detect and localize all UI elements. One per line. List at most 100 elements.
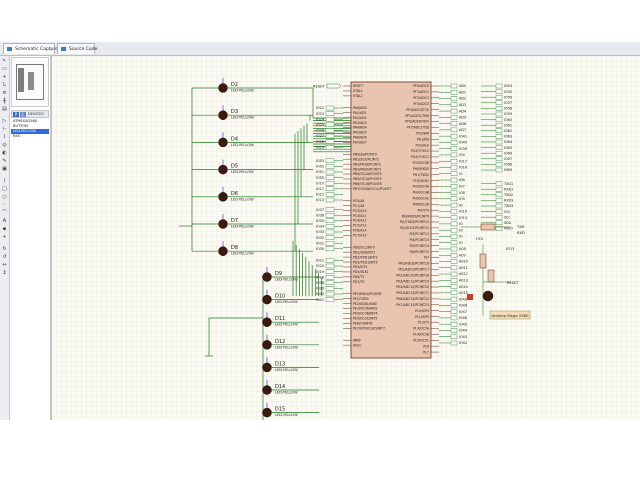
component-mode-icon[interactable]: ▭	[2, 66, 7, 72]
bus-icon[interactable]: ╫	[2, 98, 6, 104]
line-icon[interactable]: /	[3, 178, 6, 184]
terminal-shape	[450, 196, 458, 202]
mcu-body	[350, 81, 432, 359]
subcircuit-icon[interactable]: ▤	[2, 106, 7, 112]
led-value: LED-YELLOW	[231, 225, 254, 229]
terminal-shape	[495, 122, 503, 128]
io-terminal: IO42	[439, 340, 467, 345]
tab-schematic-capture[interactable]: Schematic Capture ×	[3, 43, 58, 54]
io-terminal: IO17	[439, 159, 467, 164]
list-item[interactable]: LED-YELLOW	[11, 129, 49, 134]
list-item[interactable]: BUTTON	[13, 124, 28, 128]
io-terminal: IO14	[439, 215, 467, 220]
terminal-label: A014	[459, 285, 468, 289]
mcu-pin-label: PL0/ICP4	[415, 309, 429, 313]
terminal-shape	[325, 224, 335, 229]
io-terminal: IO15	[439, 209, 467, 214]
junction-icon[interactable]: +	[2, 74, 7, 80]
atmega2560-mcu[interactable]: RESETXTAL1XTAL2PA0/AD0PA1/AD1PA2/AD2PA3/…	[343, 81, 439, 359]
terminal-shape	[495, 145, 503, 150]
terminal-label: IO33	[316, 230, 324, 234]
led-designator: D8	[231, 245, 238, 251]
terminal-shape	[450, 234, 458, 239]
io-terminal: IO54	[481, 83, 512, 89]
path-icon[interactable]: ⌒	[1, 210, 7, 216]
io-terminal: SCL	[481, 214, 511, 220]
device-list: ATMEGA2560 BUTTON LED-YELLOW RES	[11, 119, 49, 419]
symbol-icon[interactable]: ▪	[2, 226, 7, 232]
tab-source-code[interactable]: Source Code ×	[57, 43, 97, 54]
terminal-label: TXD3	[503, 204, 513, 208]
selection-mode-icon[interactable]: ↖	[2, 58, 7, 64]
mcu-pin-label: XTAL2	[353, 94, 363, 98]
rotate-ccw-icon[interactable]: ↺	[2, 254, 7, 260]
terminal-label: IO57	[504, 101, 512, 105]
led-designator: D12	[275, 339, 285, 345]
wire-label-icon[interactable]: L	[3, 82, 6, 88]
generator-icon[interactable]: ◐	[2, 150, 7, 156]
terminal-shape	[495, 128, 503, 134]
close-icon[interactable]: ×	[48, 47, 52, 52]
terminal-shape	[450, 334, 458, 339]
io-terminal: IO7	[439, 184, 465, 189]
tape-icon[interactable]: ◎	[2, 142, 7, 148]
led-designator: D5	[231, 164, 238, 170]
mcu-pin-label: PB7/OC0A/OC1C/PCINT7	[353, 187, 392, 191]
circle-icon[interactable]: ○	[2, 194, 7, 200]
text-icon[interactable]: A	[2, 218, 7, 224]
marker-icon[interactable]: +	[2, 234, 7, 240]
text-script-icon[interactable]: ≡	[2, 90, 7, 96]
schematic-drawing[interactable]: D2LED-YELLOWD3LED-YELLOWD4LED-YELLOWD5LE…	[51, 56, 640, 420]
mcu-pin-label: PF4/ADC4/TCK	[406, 108, 430, 112]
io-terminal: IO37	[316, 207, 343, 212]
mcu-pin-label: PC5/A13	[353, 224, 367, 228]
terminal-shape	[325, 229, 335, 235]
probe-icon[interactable]: ✎	[2, 158, 7, 164]
terminal-labels: RESETIO22IO23IO24IO25IO26IO27IO28IO29IO5…	[313, 84, 514, 346]
mcu-pin-label: PD6/T1	[353, 275, 364, 279]
instrument-icon[interactable]: ▣	[2, 166, 7, 172]
arc-icon[interactable]: ◜	[3, 202, 6, 208]
led-body	[218, 219, 228, 229]
terminal-label: IO49	[459, 297, 467, 301]
close-icon[interactable]: ×	[88, 47, 92, 52]
pin-icon[interactable]: ⊢	[2, 126, 7, 132]
terminal-label: IO45	[459, 322, 467, 326]
overview-window[interactable]	[11, 57, 49, 107]
mcu-pin-label: PB6/OC1B/PCINT6	[353, 182, 382, 186]
rotate-cw-icon[interactable]: ↻	[2, 246, 7, 252]
box-icon[interactable]: □	[2, 186, 7, 192]
library-manager-button[interactable]: L	[20, 112, 26, 117]
mcu-pin-label: PE1/TXD0	[353, 297, 369, 301]
terminal-label: IO58	[504, 107, 512, 111]
io-terminal: IO41	[316, 297, 343, 302]
terminal-shape	[450, 152, 458, 158]
terminal-shape	[450, 215, 458, 220]
led-value: LED-YELLOW	[275, 323, 298, 327]
terminal-shape	[450, 133, 458, 139]
led-group: D2LED-YELLOWD3LED-YELLOWD4LED-YELLOWD5LE…	[218, 78, 298, 418]
terminal-icon[interactable]: ▷	[2, 118, 7, 124]
io-terminal: IO53	[316, 158, 343, 164]
mirror-y-icon[interactable]: ↕	[2, 270, 7, 276]
graph-icon[interactable]: ⌇	[3, 134, 6, 140]
terminal-shape	[495, 117, 503, 122]
terminal-label: AD5	[459, 116, 466, 120]
terminal-label: RXD3	[504, 199, 513, 203]
list-item[interactable]: RES	[13, 134, 21, 138]
mcu-pin-label: PA4/AD4	[353, 126, 367, 130]
device-picker-header: P L DEVICES	[11, 110, 49, 118]
terminal-shape	[325, 207, 335, 212]
list-item[interactable]: ATMEGA2560	[13, 119, 38, 123]
pick-devices-button[interactable]: P	[13, 112, 19, 117]
mirror-x-icon[interactable]: ↔	[2, 262, 7, 268]
terminal-label: IO48	[459, 304, 467, 308]
led-designator: D4	[231, 136, 238, 142]
terminal-shape	[325, 128, 335, 133]
io-terminal: IO30	[316, 246, 343, 252]
